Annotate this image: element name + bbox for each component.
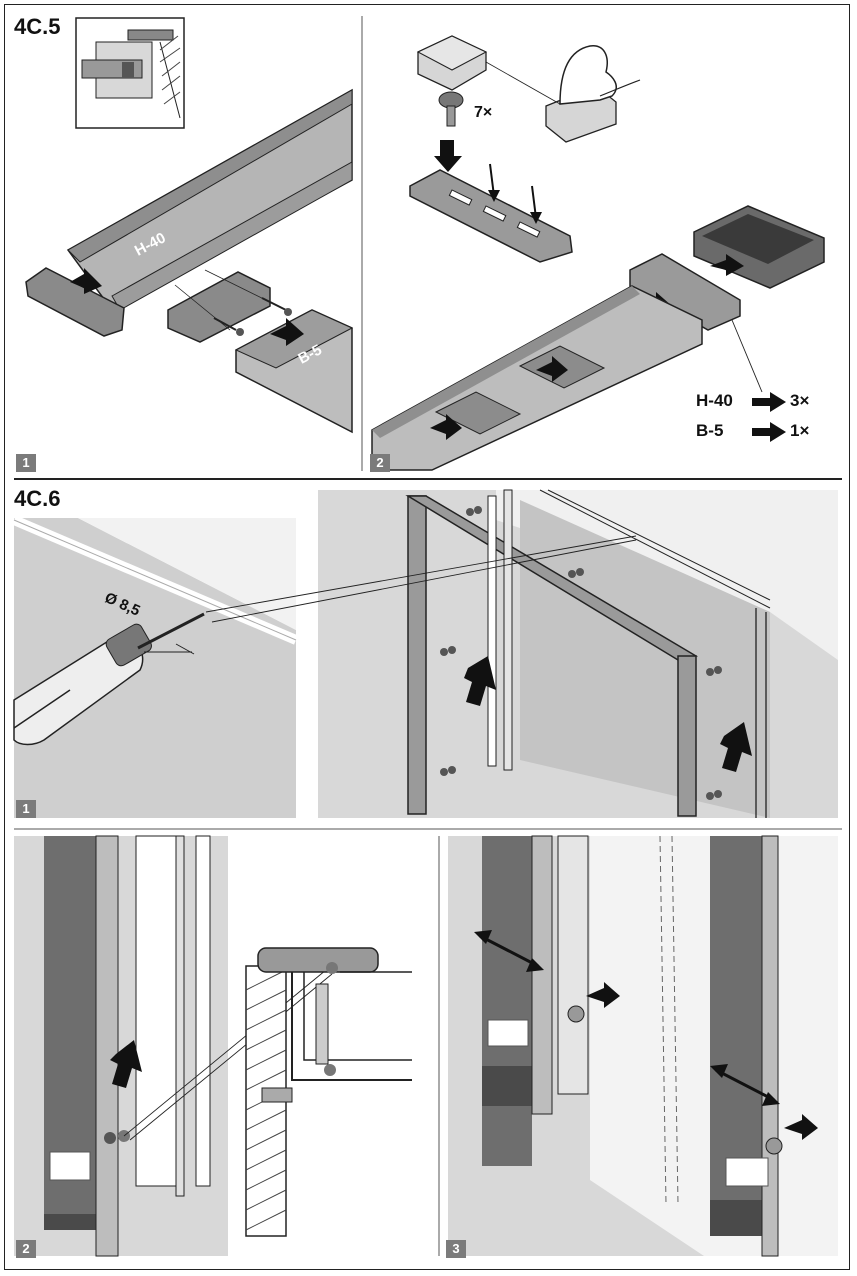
bolt-count-label: 7× <box>474 104 493 121</box>
instruction-sheet <box>4 4 850 1270</box>
divider-middle-horizontal <box>14 828 842 830</box>
step-number-4c6-2: 2 <box>16 1240 36 1258</box>
qty-h40-name: H-40 <box>696 391 733 410</box>
section-title-4c5: 4C.5 <box>14 14 61 39</box>
step-number-4c5-1: 1 <box>16 454 36 472</box>
step-number-4c6-1: 1 <box>16 800 36 818</box>
step-number-4c6-3: 3 <box>446 1240 466 1258</box>
step-number-4c5-2: 2 <box>370 454 390 472</box>
qty-b5-count: 1× <box>790 421 810 440</box>
qty-h40-count: 3× <box>790 391 810 410</box>
section-title-4c6: 4C.6 <box>14 486 61 511</box>
qty-b5-name: B-5 <box>696 421 724 440</box>
divider-bottom-vertical <box>438 836 440 1256</box>
divider-top-vertical <box>361 16 363 471</box>
divider-top-horizontal <box>14 478 842 480</box>
